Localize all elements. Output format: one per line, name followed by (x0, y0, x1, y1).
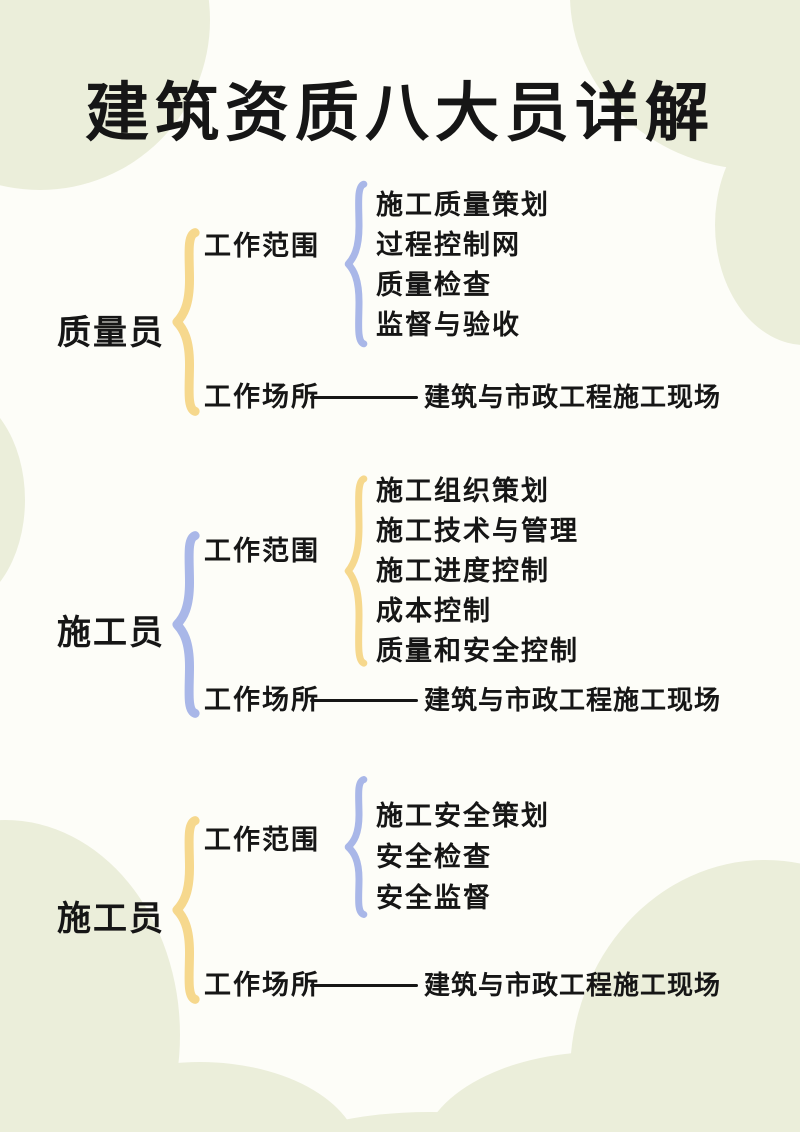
work-place-value: 建筑与市政工程施工现场 (424, 686, 722, 716)
scope-item: 成本控制 (376, 596, 492, 627)
scope-item: 过程控制网 (376, 230, 521, 261)
scope-item: 监督与验收 (376, 310, 521, 341)
work-place-label: 工作场所 (204, 382, 320, 413)
scope-item-list: 施工组织策划 施工技术与管理 施工进度控制 成本控制 质量和安全控制 (376, 472, 579, 672)
scope-item: 施工质量策划 (376, 190, 550, 221)
scope-item: 施工安全策划 (376, 801, 550, 832)
work-place-label: 工作场所 (204, 970, 320, 1001)
scope-item: 安全检查 (376, 842, 492, 873)
work-scope-label: 工作范围 (204, 231, 320, 262)
work-scope-label: 工作范围 (204, 536, 320, 567)
curly-brace-icon (172, 228, 200, 416)
connector-line (310, 396, 418, 399)
role-label: 施工员 (57, 899, 165, 939)
scope-item: 质量检查 (376, 270, 492, 301)
scope-item: 安全监督 (376, 883, 492, 914)
work-place-value: 建筑与市政工程施工现场 (424, 971, 722, 1001)
role-label: 质量员 (57, 313, 165, 353)
scope-item: 施工组织策划 (376, 476, 550, 507)
scope-item-list: 施工质量策划 过程控制网 质量检查 监督与验收 (376, 186, 550, 346)
work-place-value: 建筑与市政工程施工现场 (424, 383, 722, 413)
curly-brace-icon (344, 776, 368, 918)
scope-item: 质量和安全控制 (376, 636, 579, 667)
connector-line (310, 699, 418, 702)
scope-item: 施工进度控制 (376, 556, 550, 587)
connector-line (310, 984, 418, 987)
work-scope-label: 工作范围 (204, 825, 320, 856)
page-title: 建筑资质八大员详解 (85, 77, 715, 151)
curly-brace-icon (172, 531, 200, 718)
role-label: 施工员 (57, 613, 165, 653)
background-blob (290, 1112, 570, 1132)
scope-item-list: 施工安全策划 安全检查 安全监督 (376, 796, 550, 919)
curly-brace-icon (172, 816, 200, 1004)
work-place-label: 工作场所 (204, 685, 320, 716)
scope-item: 施工技术与管理 (376, 516, 579, 547)
curly-brace-icon (344, 474, 368, 668)
curly-brace-icon (344, 180, 368, 348)
